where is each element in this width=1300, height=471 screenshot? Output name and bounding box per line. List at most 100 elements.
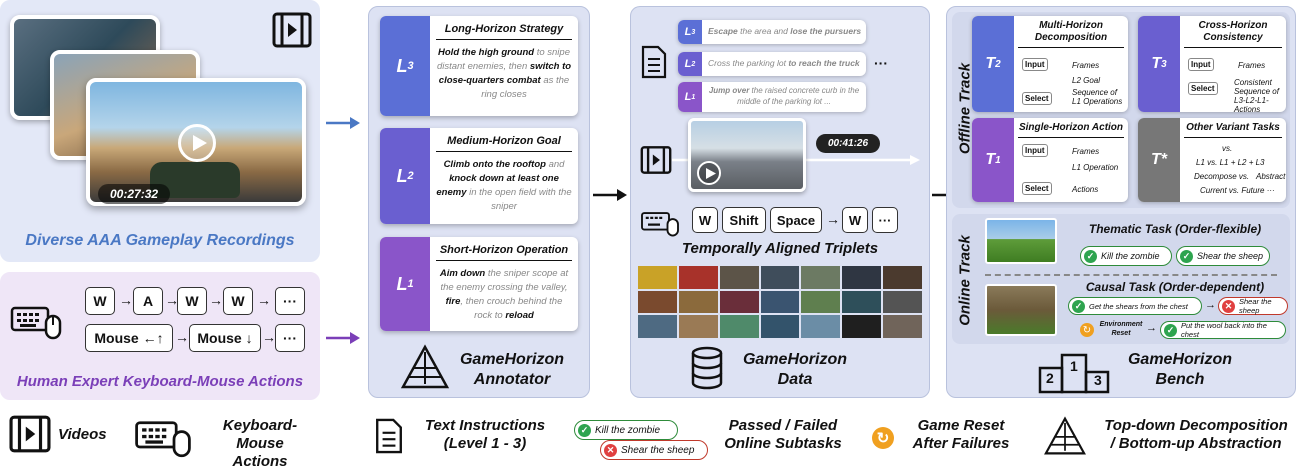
arrow-right: → [209,292,223,308]
game-thumbnail [842,315,882,338]
keyboard-mouse-icon [641,212,679,237]
select-label: Select [1022,92,1052,105]
check-icon: ✓ [578,423,591,437]
instruction-text: Cross the parking lot to reach the truck [708,58,860,68]
level-title: Long-Horizon Strategy [436,22,572,40]
game-thumbnail [719,315,759,338]
causal-pill-put-wool: ✓Put the wool back into the chest [1160,321,1286,339]
plain-text: to snipe distant enemies, then [436,47,570,72]
legend-topdown: Top-down Decomposition/ Bottom-up Abstra… [1104,417,1288,452]
instruction-text: Jump over the raised concrete curb in th… [706,85,862,107]
variant-row-1: vs. [1222,144,1233,153]
legend-keyboard-mouse-icon [135,421,191,458]
seq-label: Sequence of L1 Operations [1072,88,1123,106]
input-label: Input [1188,58,1214,71]
key-ellipsis: ··· [275,287,305,315]
check-icon: ✓ [1084,249,1097,263]
game-thumbnails-grid [638,266,922,338]
actions-label: Actions [1072,185,1099,194]
video-timestamp: 00:27:32 [98,184,171,204]
plain-text: as the ring closes [481,75,570,100]
film-icon [640,146,672,174]
variant-row-3b: Abstract [1256,172,1286,181]
key-w-3: W [223,287,253,315]
game-thumbnail [719,266,759,289]
task-title: Multi-Horizon Decomposition [1018,20,1124,48]
arrow-right: → [1146,322,1157,334]
key-w-2: W [177,287,207,315]
task-title: Other Variant Tasks [1184,122,1282,138]
recordings-caption: Diverse AAA Gameplay Recordings [25,232,295,249]
emphasis-text: knock down at least one enemy [436,173,559,198]
arrow-right: → [1205,299,1216,311]
data-timestamp: 00:41:26 [816,134,881,153]
arrow-right: → [119,292,133,308]
variant-row-3a: Decompose vs. [1194,172,1250,181]
video-frame-front[interactable]: 00:27:32 [86,78,306,206]
plain-text: Cross the parking lot [708,58,789,68]
emphasis-text: Aim down [439,268,486,279]
keyboard-mouse-icon [10,306,62,340]
document-icon [641,45,667,79]
emphasis-text: fire [445,296,461,307]
game-thumbnail [842,290,882,314]
game-thumbnail [760,290,800,314]
game-thumbnail [801,290,841,314]
arrow-blue [326,117,360,129]
game-thumbnail [883,266,922,289]
emphasis-text: Jump over [708,86,750,95]
check-icon: ✓ [1164,323,1177,337]
data-video-frame[interactable] [688,118,806,192]
emphasis-text: Hold the high ground [438,47,535,58]
key-ellipsis: ··· [872,207,898,233]
causal-title: Causal Task (Order-dependent) [1085,280,1265,294]
input-label: Input [1022,58,1048,71]
emphasis-text: switch to close-quarters combat [438,61,572,86]
arrow-purple [326,332,360,344]
minecraft-thumb-2 [985,284,1057,336]
select-label: Select [1188,82,1218,95]
legend-film-icon [9,415,51,453]
level-title: Short-Horizon Operation [436,243,572,261]
key-ellipsis: ··· [275,324,305,352]
thematic-title: Thematic Task (Order-flexible) [1088,222,1262,236]
online-track-label: Online Track [956,235,974,326]
podium-3: 3 [1094,372,1102,388]
arrow-black [593,189,627,201]
game-thumbnail [760,315,800,338]
goal-label: L2 Goal [1072,76,1101,85]
minecraft-thumb-1 [985,218,1057,264]
check-icon: ✓ [1072,299,1085,313]
cross-icon: ✕ [604,443,617,457]
key-w-out: W [842,207,868,233]
plain-text: the sniper scope at the enemy crossing t… [440,268,569,293]
input-label: Input [1022,144,1048,157]
game-thumbnail [801,315,841,338]
thematic-pill-kill-zombie: ✓Kill the zombie [1080,246,1172,266]
game-thumbnail [638,266,677,289]
reset-icon: ↻ [1080,323,1094,337]
triplets-caption: Temporally Aligned Triplets [681,240,879,257]
pyramid-icon [400,344,450,389]
plain-text: the raised concrete curb in the middle o… [737,86,860,106]
variant-row-4: Current vs. Future ··· [1200,186,1275,195]
plain-text: the area and [737,26,791,36]
game-thumbnail [883,315,922,338]
instruction-text: Escape the area and lose the pursuers [708,26,861,36]
